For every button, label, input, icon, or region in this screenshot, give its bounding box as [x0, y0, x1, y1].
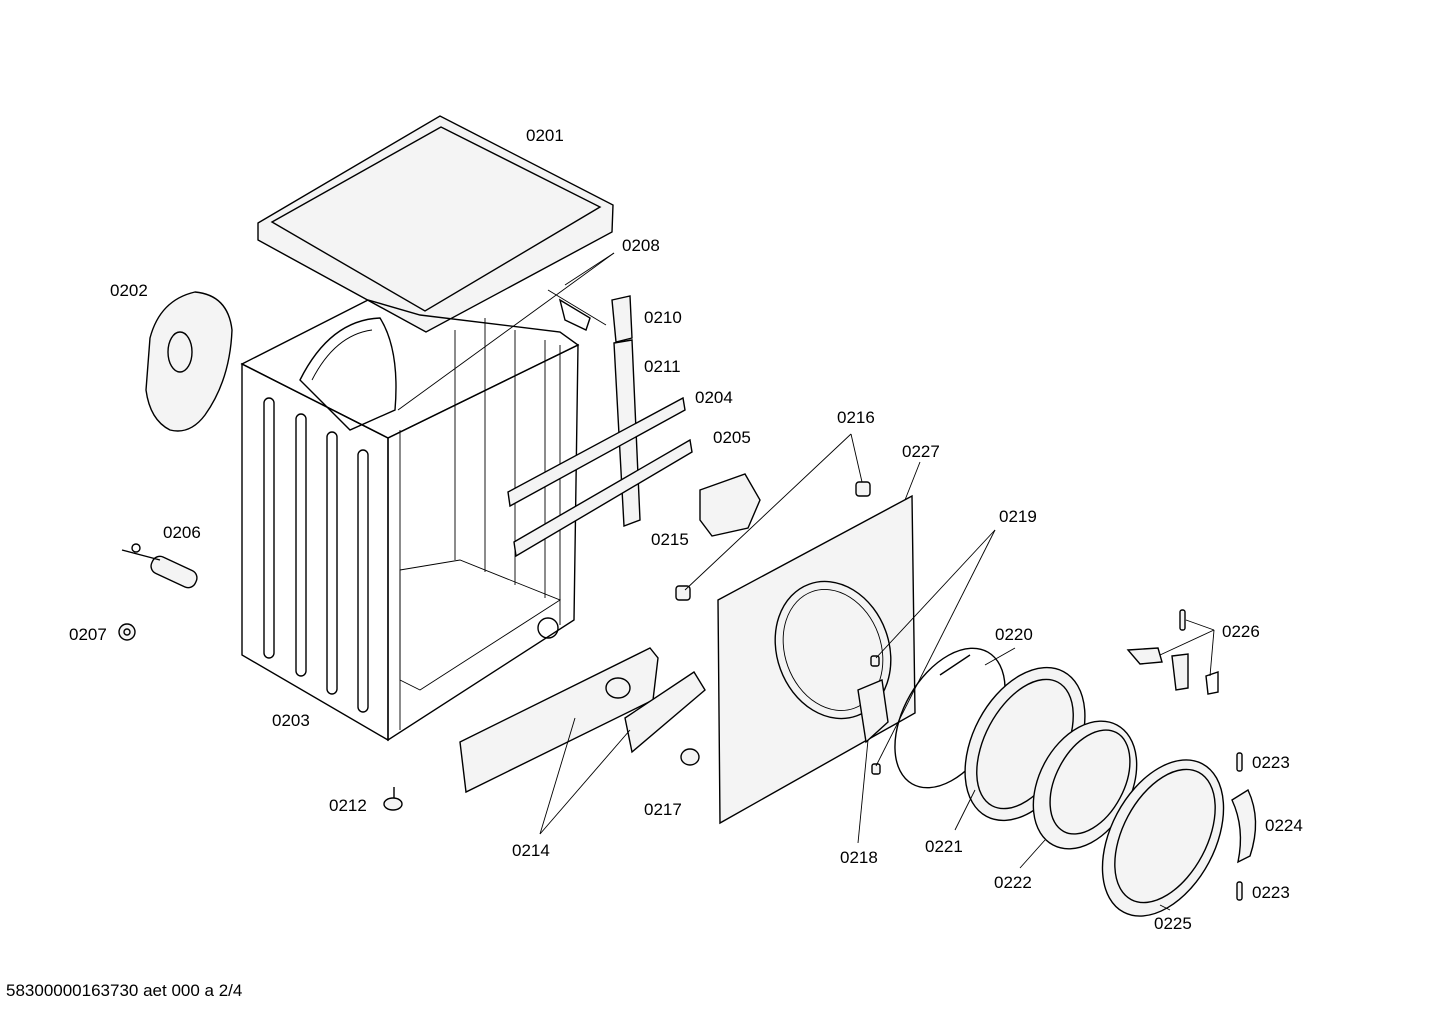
leader-lines	[397, 252, 1215, 911]
label-0214: 0214	[512, 841, 550, 860]
label-0223-top: 0223	[1252, 753, 1290, 772]
label-0205: 0205	[713, 428, 751, 447]
label-0215: 0215	[651, 530, 689, 549]
part-0214-fascia	[459, 647, 706, 794]
label-0210: 0210	[644, 308, 682, 327]
label-0206: 0206	[163, 523, 201, 542]
label-0201: 0201	[526, 126, 564, 145]
label-0227: 0227	[902, 442, 940, 461]
part-0224-handle	[1231, 788, 1257, 864]
part-0215-door-lock	[699, 473, 761, 537]
part-0218	[857, 679, 889, 744]
part-0204-rail	[507, 396, 686, 508]
label-0226: 0226	[1222, 622, 1260, 641]
label-0224: 0224	[1265, 816, 1303, 835]
part-0227-front-panel	[717, 494, 916, 825]
document-id-footer: 58300000163730 aet 000 a 2/4	[6, 981, 243, 1000]
part-0223-pin-a	[1236, 752, 1243, 772]
part-0203-cabinet	[240, 299, 580, 742]
label-0216: 0216	[837, 408, 875, 427]
label-0219: 0219	[999, 507, 1037, 526]
label-0220: 0220	[995, 625, 1033, 644]
part-0216-clip-b	[855, 481, 871, 497]
part-0206	[121, 543, 198, 589]
part-labels: 0201 0202 0208 0210 0211 0204 0205 0216 …	[69, 126, 1303, 933]
label-0217: 0217	[644, 800, 682, 819]
part-0201-worktop	[257, 115, 614, 333]
label-0204: 0204	[695, 388, 733, 407]
label-0208: 0208	[622, 236, 660, 255]
part-0208	[547, 289, 607, 331]
label-0221: 0221	[925, 837, 963, 856]
part-0212-foot	[383, 787, 403, 811]
label-0211: 0211	[644, 357, 681, 376]
part-0210	[611, 295, 633, 343]
label-0212: 0212	[329, 796, 367, 815]
part-0207	[118, 623, 136, 641]
label-0203: 0203	[272, 711, 310, 730]
part-0226	[1126, 609, 1219, 695]
part-0223-pin-b	[1236, 881, 1243, 901]
label-0207: 0207	[69, 625, 107, 644]
label-0222: 0222	[994, 873, 1032, 892]
part-0216-clip-a	[675, 585, 691, 601]
label-0202: 0202	[110, 281, 148, 300]
label-0225: 0225	[1154, 914, 1192, 933]
part-0219-a	[870, 655, 880, 667]
label-0223-bottom: 0223	[1252, 883, 1290, 902]
label-0218: 0218	[840, 848, 878, 867]
part-0205-rail	[513, 438, 693, 558]
part-0219-b	[871, 763, 881, 775]
part-0217	[680, 748, 700, 766]
part-0202-rear-panel	[145, 291, 233, 432]
part-0225-outer-ring	[1101, 759, 1225, 917]
